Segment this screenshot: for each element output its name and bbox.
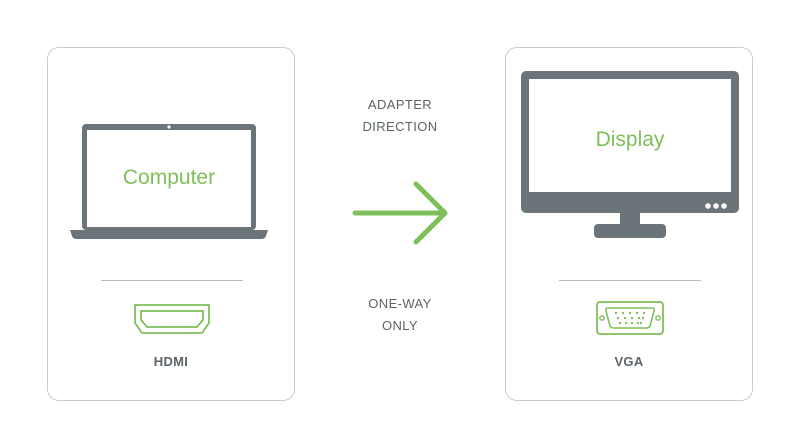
note-line-1: ONE-WAY	[368, 296, 432, 311]
note-line-2: ONLY	[381, 318, 419, 333]
card-divider	[101, 280, 243, 281]
vga-port-icon	[596, 301, 664, 335]
adapter-direction-label: ADAPTER DIRECTION	[340, 94, 460, 138]
laptop-icon	[70, 124, 268, 239]
port-label-hdmi: HDMI	[153, 354, 189, 369]
hdmi-port-icon	[134, 304, 210, 334]
source-card: Computer HDMI	[47, 47, 295, 401]
target-card: Display VGA	[505, 47, 753, 401]
direction-line-1: ADAPTER	[367, 97, 433, 112]
device-label-computer: Computer	[122, 166, 216, 189]
one-way-note: ONE-WAY ONLY	[340, 293, 460, 337]
device-label-display: Display	[595, 128, 665, 151]
arrow-right-icon	[352, 181, 448, 245]
direction-line-2: DIRECTION	[362, 119, 438, 134]
monitor-icon	[521, 71, 739, 238]
port-label-vga: VGA	[614, 354, 644, 369]
card-divider	[559, 280, 701, 281]
